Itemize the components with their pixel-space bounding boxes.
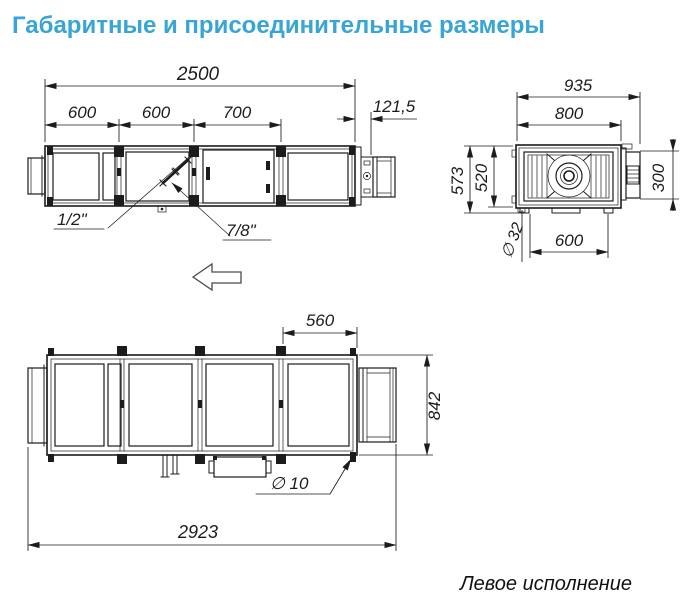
pipe-connections: [107, 150, 231, 237]
foot-right: [603, 207, 614, 214]
hinge-bottom: [511, 195, 517, 204]
panel-1b: [102, 152, 116, 201]
dim-300-label: 300: [649, 163, 668, 192]
drain-fitting: [157, 205, 167, 213]
door-handle-right-top: [266, 161, 270, 170]
dim-section1-label: 600: [68, 103, 97, 122]
page-title: Габаритные и присоединительные размеры: [12, 12, 545, 39]
dim-560-label: 560: [306, 311, 335, 330]
panel-2: [125, 151, 190, 202]
corner-bolt: [350, 452, 356, 458]
base-tray: [551, 207, 581, 214]
pipe-end-marks: [159, 156, 192, 187]
end-view-dimensions: 935 800 573 520 300 ∅ 32 600: [448, 76, 679, 262]
dim-section3-label: 700: [223, 103, 252, 122]
door-handle-left: [206, 167, 210, 180]
dim-600-label: 600: [555, 231, 584, 250]
dim-hole-label: ∅ 10: [270, 474, 309, 493]
airflow-arrow: [191, 262, 242, 292]
dim-935-label: 935: [564, 76, 593, 95]
dim-842-label: 842: [425, 391, 444, 420]
dim-duct-offset-label: 121,5: [373, 97, 416, 116]
top-panel-clamps: [48, 346, 356, 464]
side-view-dimensions: 2500 600 600 700 121,5 1/2" 7/8": [44, 64, 417, 241]
right-duct-connector: [354, 146, 396, 206]
door-handle-right-bottom: [266, 184, 270, 193]
top-view: 560 842 ∅ 10 2923: [27, 311, 444, 551]
panel-4: [287, 152, 349, 201]
orientation-note: Левое исполнение: [458, 573, 632, 595]
side-casing: [44, 145, 356, 207]
dim-overall-label: 2500: [176, 64, 220, 85]
fan-impeller: [546, 153, 592, 199]
dim-800-label: 800: [555, 104, 584, 123]
dim-573-label: 573: [448, 166, 467, 195]
panel-clamps: [47, 146, 355, 206]
top-right-duct: [358, 367, 397, 443]
dim-520-label: 520: [472, 163, 491, 192]
end-view: 935 800 573 520 300 ∅ 32 600: [448, 76, 679, 262]
panel-1: [52, 152, 100, 201]
left-duct-stub: [27, 155, 46, 197]
dim-2923-label: 2923: [177, 522, 218, 542]
door-panel: [202, 149, 275, 204]
top-view-dimensions: 560 842 ∅ 10 2923: [27, 311, 444, 551]
bottom-pipes: [160, 454, 180, 478]
pipe-gas-label: 7/8": [226, 221, 257, 240]
top-left-stub: [27, 364, 48, 447]
dim-drain-label: ∅ 32: [499, 220, 527, 260]
pipe-liquid-label: 1/2": [57, 210, 88, 229]
side-view: 2500 600 600 700 121,5 1/2" 7/8": [27, 64, 417, 292]
connection-box: [620, 143, 641, 201]
bottom-tray: [208, 456, 272, 478]
hinge-top: [511, 149, 517, 158]
dim-section2-label: 600: [142, 103, 171, 122]
inlet-grille: [531, 154, 607, 199]
